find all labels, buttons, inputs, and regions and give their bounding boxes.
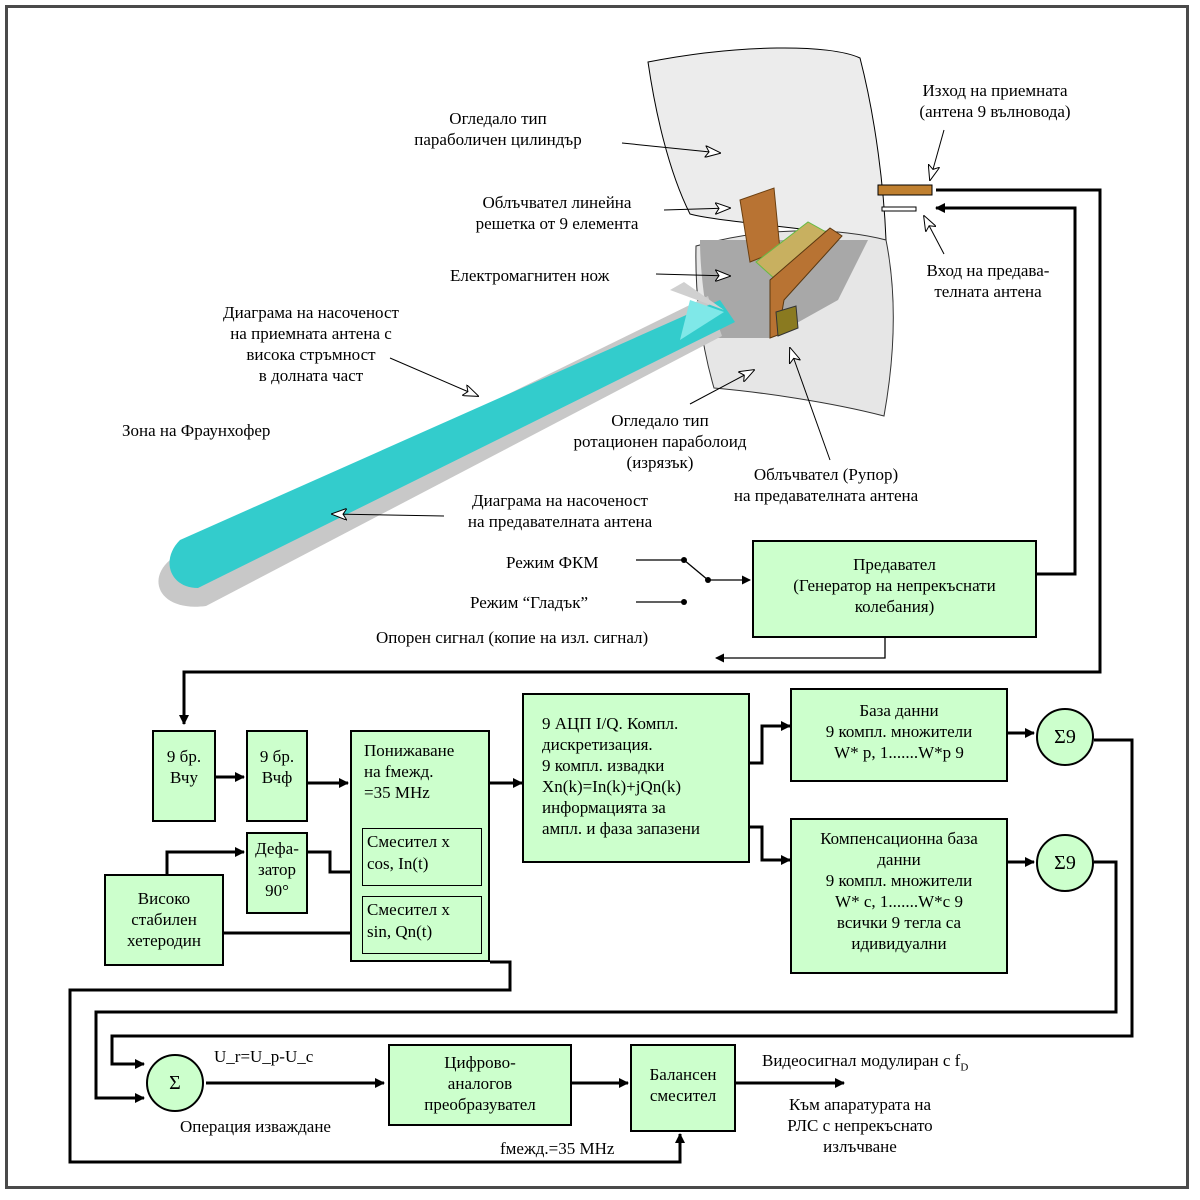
- label-receive-output: Изход на приемната(антена 9 вълновода): [919, 81, 1071, 121]
- summer-subtract: Σ: [146, 1054, 204, 1112]
- callout-arrows: [332, 129, 945, 516]
- label-subtraction: Операция изваждане: [180, 1117, 331, 1136]
- summer-1: Σ9: [1036, 708, 1094, 766]
- label-mode-fkm: Режим ФКМ: [506, 553, 599, 572]
- label-formula: U_r=U_p-U_c: [214, 1047, 314, 1066]
- signal-wiring: [68, 188, 1134, 1164]
- diagram-frame: [5, 5, 1189, 1189]
- block-vchf: 9 бр.Вчф: [246, 730, 308, 822]
- label-fraunhofer: Зона на Фраунхофер: [122, 421, 271, 440]
- tx-beam: [169, 300, 735, 588]
- label-video: Видеосигнал модулиран с fD: [762, 1051, 969, 1074]
- label-transmit-input: Вход на предава-телната антена: [926, 261, 1050, 301]
- label-horn: Облъчвател (Рупор)на предавателната анте…: [733, 465, 919, 505]
- block-adc: 9 АЦП I/Q. Компл.дискретизация.9 компл. …: [522, 693, 750, 863]
- summer-2: Σ9: [1036, 834, 1094, 892]
- label-if-frequency: fмежд.=35 MHz: [500, 1139, 615, 1158]
- block-vchu: 9 бр.Вчу: [152, 730, 216, 822]
- transmit-waveguide: [881, 206, 917, 212]
- label-reference-signal: Опорен сигнал (копие на изл. сигнал): [376, 628, 649, 647]
- mode-switch: [636, 559, 886, 663]
- label-em-knife: Електромагнитен нож: [450, 266, 610, 285]
- receive-waveguide: [877, 184, 933, 196]
- horn: [775, 305, 799, 337]
- label-mode-smooth: Режим “Гладък”: [470, 593, 588, 612]
